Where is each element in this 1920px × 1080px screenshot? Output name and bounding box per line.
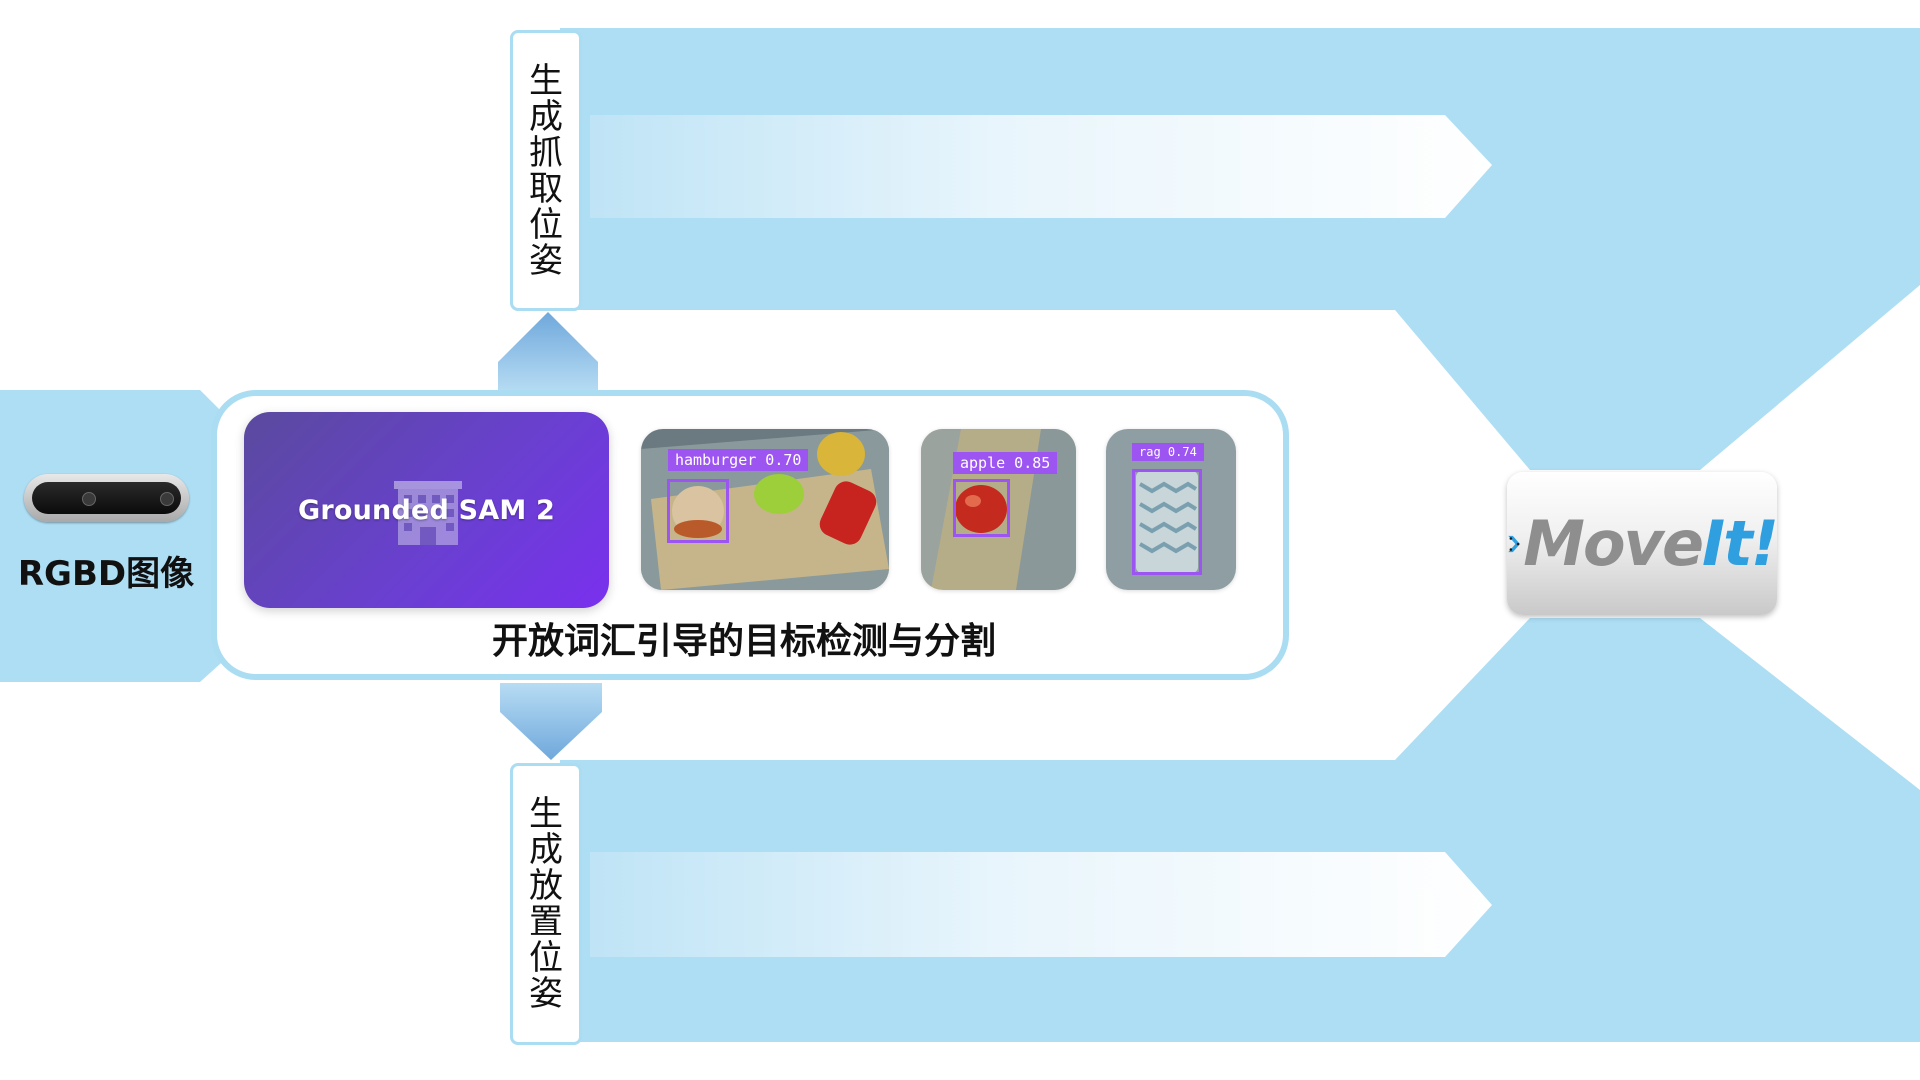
bottom-output-arrow: [560, 618, 1920, 1042]
down-arrow: [500, 683, 602, 760]
rgbd-image-label: RGBD图像: [17, 554, 195, 594]
model-name: Grounded SAM 2: [297, 494, 556, 526]
detection-box: [953, 479, 1010, 537]
detection-label: rag 0.74: [1132, 443, 1204, 461]
detection-box: [1132, 469, 1202, 575]
moveit-logo-text: MoveIt!: [1523, 507, 1779, 580]
depth-camera-icon: [24, 474, 189, 522]
place-pose-label: 生成放置位姿: [510, 763, 582, 1045]
up-arrow: [498, 312, 598, 392]
input-arrow: [0, 390, 230, 682]
bottom-output-arrow-highlight: [590, 852, 1492, 957]
detection-label: hamburger 0.70: [668, 449, 809, 471]
grounded-sam-card: Grounded SAM 2: [244, 412, 609, 608]
detection-image-rag: rag 0.74: [1106, 429, 1236, 590]
detection-image-apple: apple 0.85: [921, 429, 1076, 590]
perception-caption: 开放词汇引导的目标检测与分割: [491, 621, 996, 662]
detection-box: [667, 479, 729, 543]
building-icon: [394, 481, 462, 545]
top-output-arrow-highlight: [590, 115, 1492, 218]
moveit-logo: MoveIt!: [1507, 472, 1779, 615]
moveit-chevron-icon: [1508, 535, 1520, 552]
detection-label: apple 0.85: [953, 452, 1058, 474]
grasp-pose-label: 生成抓取位姿: [510, 30, 582, 311]
detection-image-hamburger: hamburger 0.70: [641, 429, 889, 590]
